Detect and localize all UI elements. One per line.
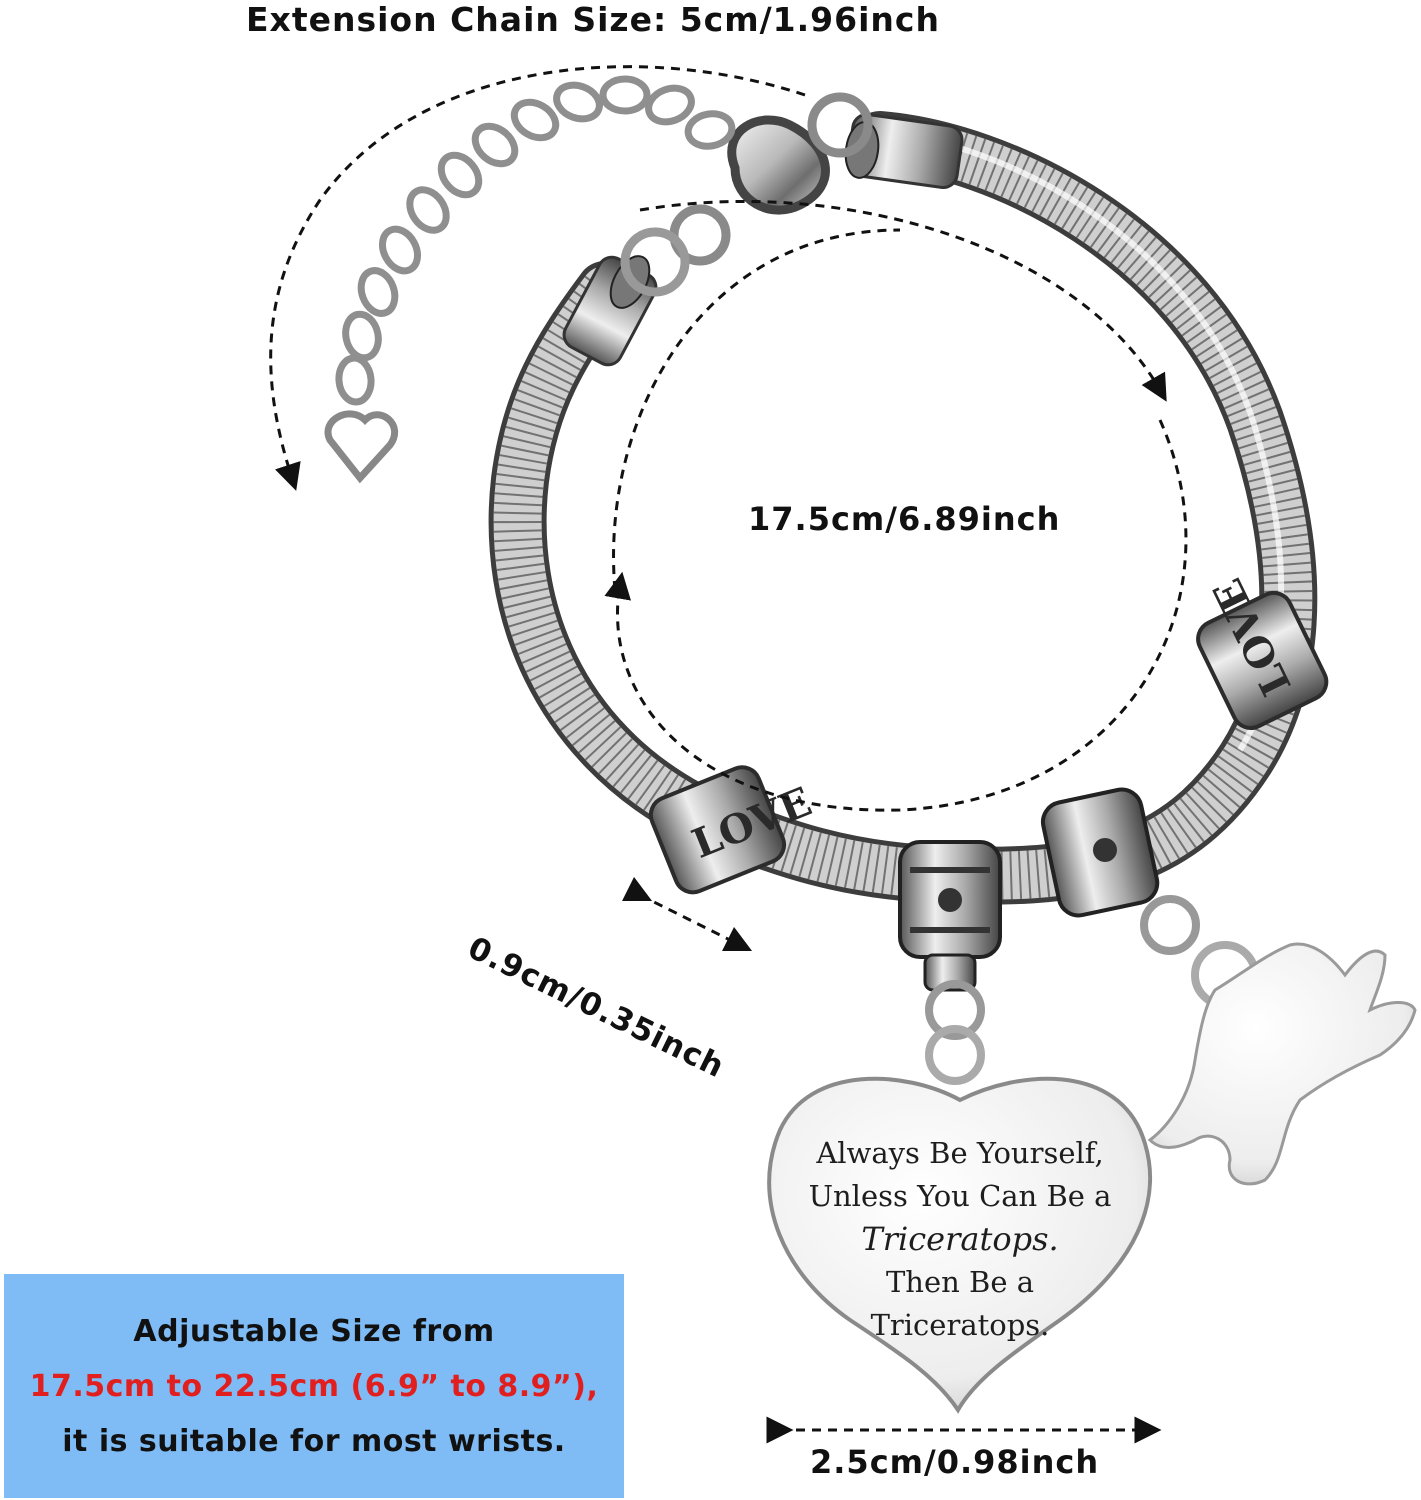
info-line-1: Adjustable Size from bbox=[133, 1313, 495, 1349]
heart-width-label: 2.5cm/0.98inch bbox=[810, 1443, 1100, 1481]
bead-width-arrow bbox=[621, 876, 753, 952]
inner-circumference-label: 17.5cm/6.89inch bbox=[748, 500, 1061, 538]
extension-chain-size-label: Extension Chain Size: 5cm/1.96inch bbox=[246, 0, 940, 39]
triceratops-charm bbox=[1147, 942, 1417, 1186]
engraving-line-5: Triceratops. bbox=[870, 1308, 1050, 1342]
lobster-clasp bbox=[620, 92, 873, 297]
adjustable-size-info-box: Adjustable Size from 17.5cm to 22.5cm (6… bbox=[4, 1274, 624, 1498]
engraving-line-3: Triceratops. bbox=[861, 1220, 1059, 1258]
engraving-line-2: Unless You Can Be a bbox=[808, 1179, 1112, 1213]
chain-end-caps bbox=[562, 112, 964, 367]
inner-circle-arrow-left bbox=[612, 228, 901, 591]
inner-circle-arrow-top bbox=[639, 199, 1167, 402]
dimension-arrows bbox=[269, 65, 1188, 1444]
info-line-size-range: 17.5cm to 22.5cm (6.9” to 8.9”), bbox=[29, 1368, 599, 1404]
inner-circle-arrow-bottom bbox=[604, 419, 1188, 812]
love-bead-right: LOVE bbox=[1196, 571, 1329, 730]
heart-engraving: Always Be Yourself, Unless You Can Be a … bbox=[780, 1132, 1140, 1347]
extension-chain bbox=[324, 75, 736, 484]
engraving-line-4: Then Be a bbox=[885, 1265, 1035, 1299]
heart-pendant bbox=[767, 1076, 1152, 1414]
dangle-bead-heart bbox=[898, 840, 1002, 1085]
info-line-3: it is suitable for most wrists. bbox=[62, 1423, 566, 1459]
engraving-line-1: Always Be Yourself, bbox=[816, 1136, 1104, 1170]
love-bead-left: LOVE bbox=[648, 765, 818, 895]
extension-chain-arrow bbox=[269, 65, 806, 491]
